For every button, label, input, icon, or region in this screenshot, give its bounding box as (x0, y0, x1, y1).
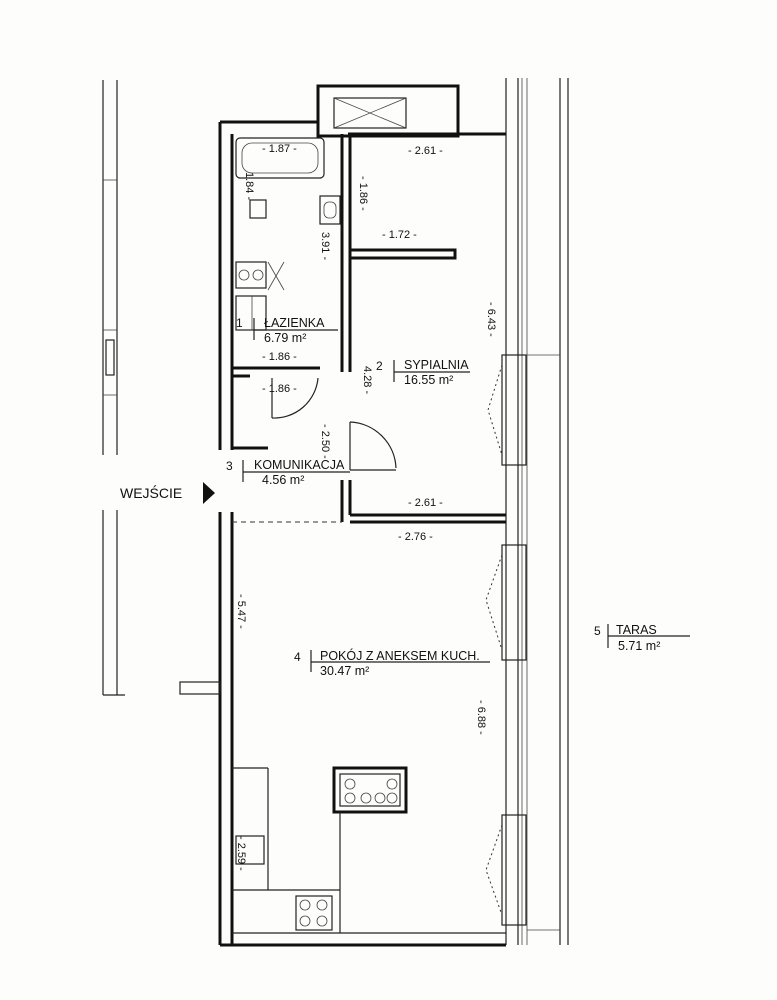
sink (319, 195, 341, 225)
svg-text:- 2.61 -: - 2.61 - (408, 497, 443, 509)
svg-text:ŁAZIENKA: ŁAZIENKA (264, 316, 325, 330)
washing-machine (235, 261, 267, 289)
windows (485, 354, 527, 926)
kitchen-sink (235, 835, 265, 865)
svg-text:- 2.61 -: - 2.61 - (408, 145, 443, 157)
svg-text:- 6.43 -: - 6.43 - (485, 302, 497, 337)
svg-text:- 6.88 -: - 6.88 - (475, 700, 487, 735)
svg-text:1: 1 (236, 316, 243, 330)
svg-text:- 2.50 -: - 2.50 - (319, 424, 331, 459)
room-label-1: 1 ŁAZIENKA 6.79 m² (236, 316, 338, 345)
room-label-3: 3 KOMUNIKACJA 4.56 m² (226, 458, 350, 487)
bathtub (235, 137, 325, 179)
svg-text:POKÓJ Z ANEKSEM KUCH.: POKÓJ Z ANEKSEM KUCH. (320, 648, 480, 663)
dimension-labels: - 1.87 - 1.84 - - 1.86 - - 1.86 - 3.91 -… (235, 143, 497, 871)
svg-text:TARAS: TARAS (616, 623, 657, 637)
neighbour-walls (102, 80, 125, 696)
svg-text:30.47 m²: 30.47 m² (320, 664, 369, 678)
svg-text:- 1.72 -: - 1.72 - (382, 229, 417, 241)
walls (179, 84, 506, 947)
svg-text:- 1.86 -: - 1.86 - (262, 351, 297, 363)
room-label-4: 4 POKÓJ Z ANEKSEM KUCH. 30.47 m² (294, 648, 490, 678)
cabinet (235, 295, 267, 331)
svg-text:- 1.86 -: - 1.86 - (262, 383, 297, 395)
bathroom-fixtures (235, 137, 341, 331)
svg-text:SYPIALNIA: SYPIALNIA (404, 358, 469, 372)
svg-text:4.56 m²: 4.56 m² (262, 473, 304, 487)
svg-text:5: 5 (594, 624, 601, 638)
svg-text:KOMUNIKACJA: KOMUNIKACJA (254, 458, 345, 472)
svg-text:- 2.59 -: - 2.59 - (235, 836, 247, 871)
terrace-structure (505, 78, 569, 945)
entrance-arrow-icon (203, 482, 215, 504)
entrance-label: WEJŚCIE (120, 484, 182, 501)
svg-text:16.55 m²: 16.55 m² (404, 373, 453, 387)
svg-text:2: 2 (376, 359, 383, 373)
svg-text:1.84 -: 1.84 - (243, 172, 255, 200)
svg-text:4.28 -: 4.28 - (361, 366, 373, 394)
svg-text:3: 3 (226, 459, 233, 473)
doors (271, 377, 397, 471)
kitchen-fixtures (235, 773, 401, 931)
svg-text:4: 4 (294, 650, 301, 664)
stove (295, 895, 333, 931)
svg-text:6.79 m²: 6.79 m² (264, 331, 306, 345)
svg-text:- 1.86 -: - 1.86 - (357, 176, 369, 211)
svg-text:- 5.47 -: - 5.47 - (235, 594, 247, 629)
room-label-2: 2 SYPIALNIA 16.55 m² (376, 358, 470, 387)
kitchen-counter (339, 773, 401, 807)
toilet (249, 199, 267, 219)
svg-text:5.71 m²: 5.71 m² (618, 639, 660, 653)
svg-text:- 2.76 -: - 2.76 - (398, 531, 433, 543)
svg-text:3.91 -: 3.91 - (319, 232, 331, 260)
room-label-5: 5 TARAS 5.71 m² (594, 623, 690, 653)
svg-text:- 1.87 -: - 1.87 - (262, 143, 297, 155)
